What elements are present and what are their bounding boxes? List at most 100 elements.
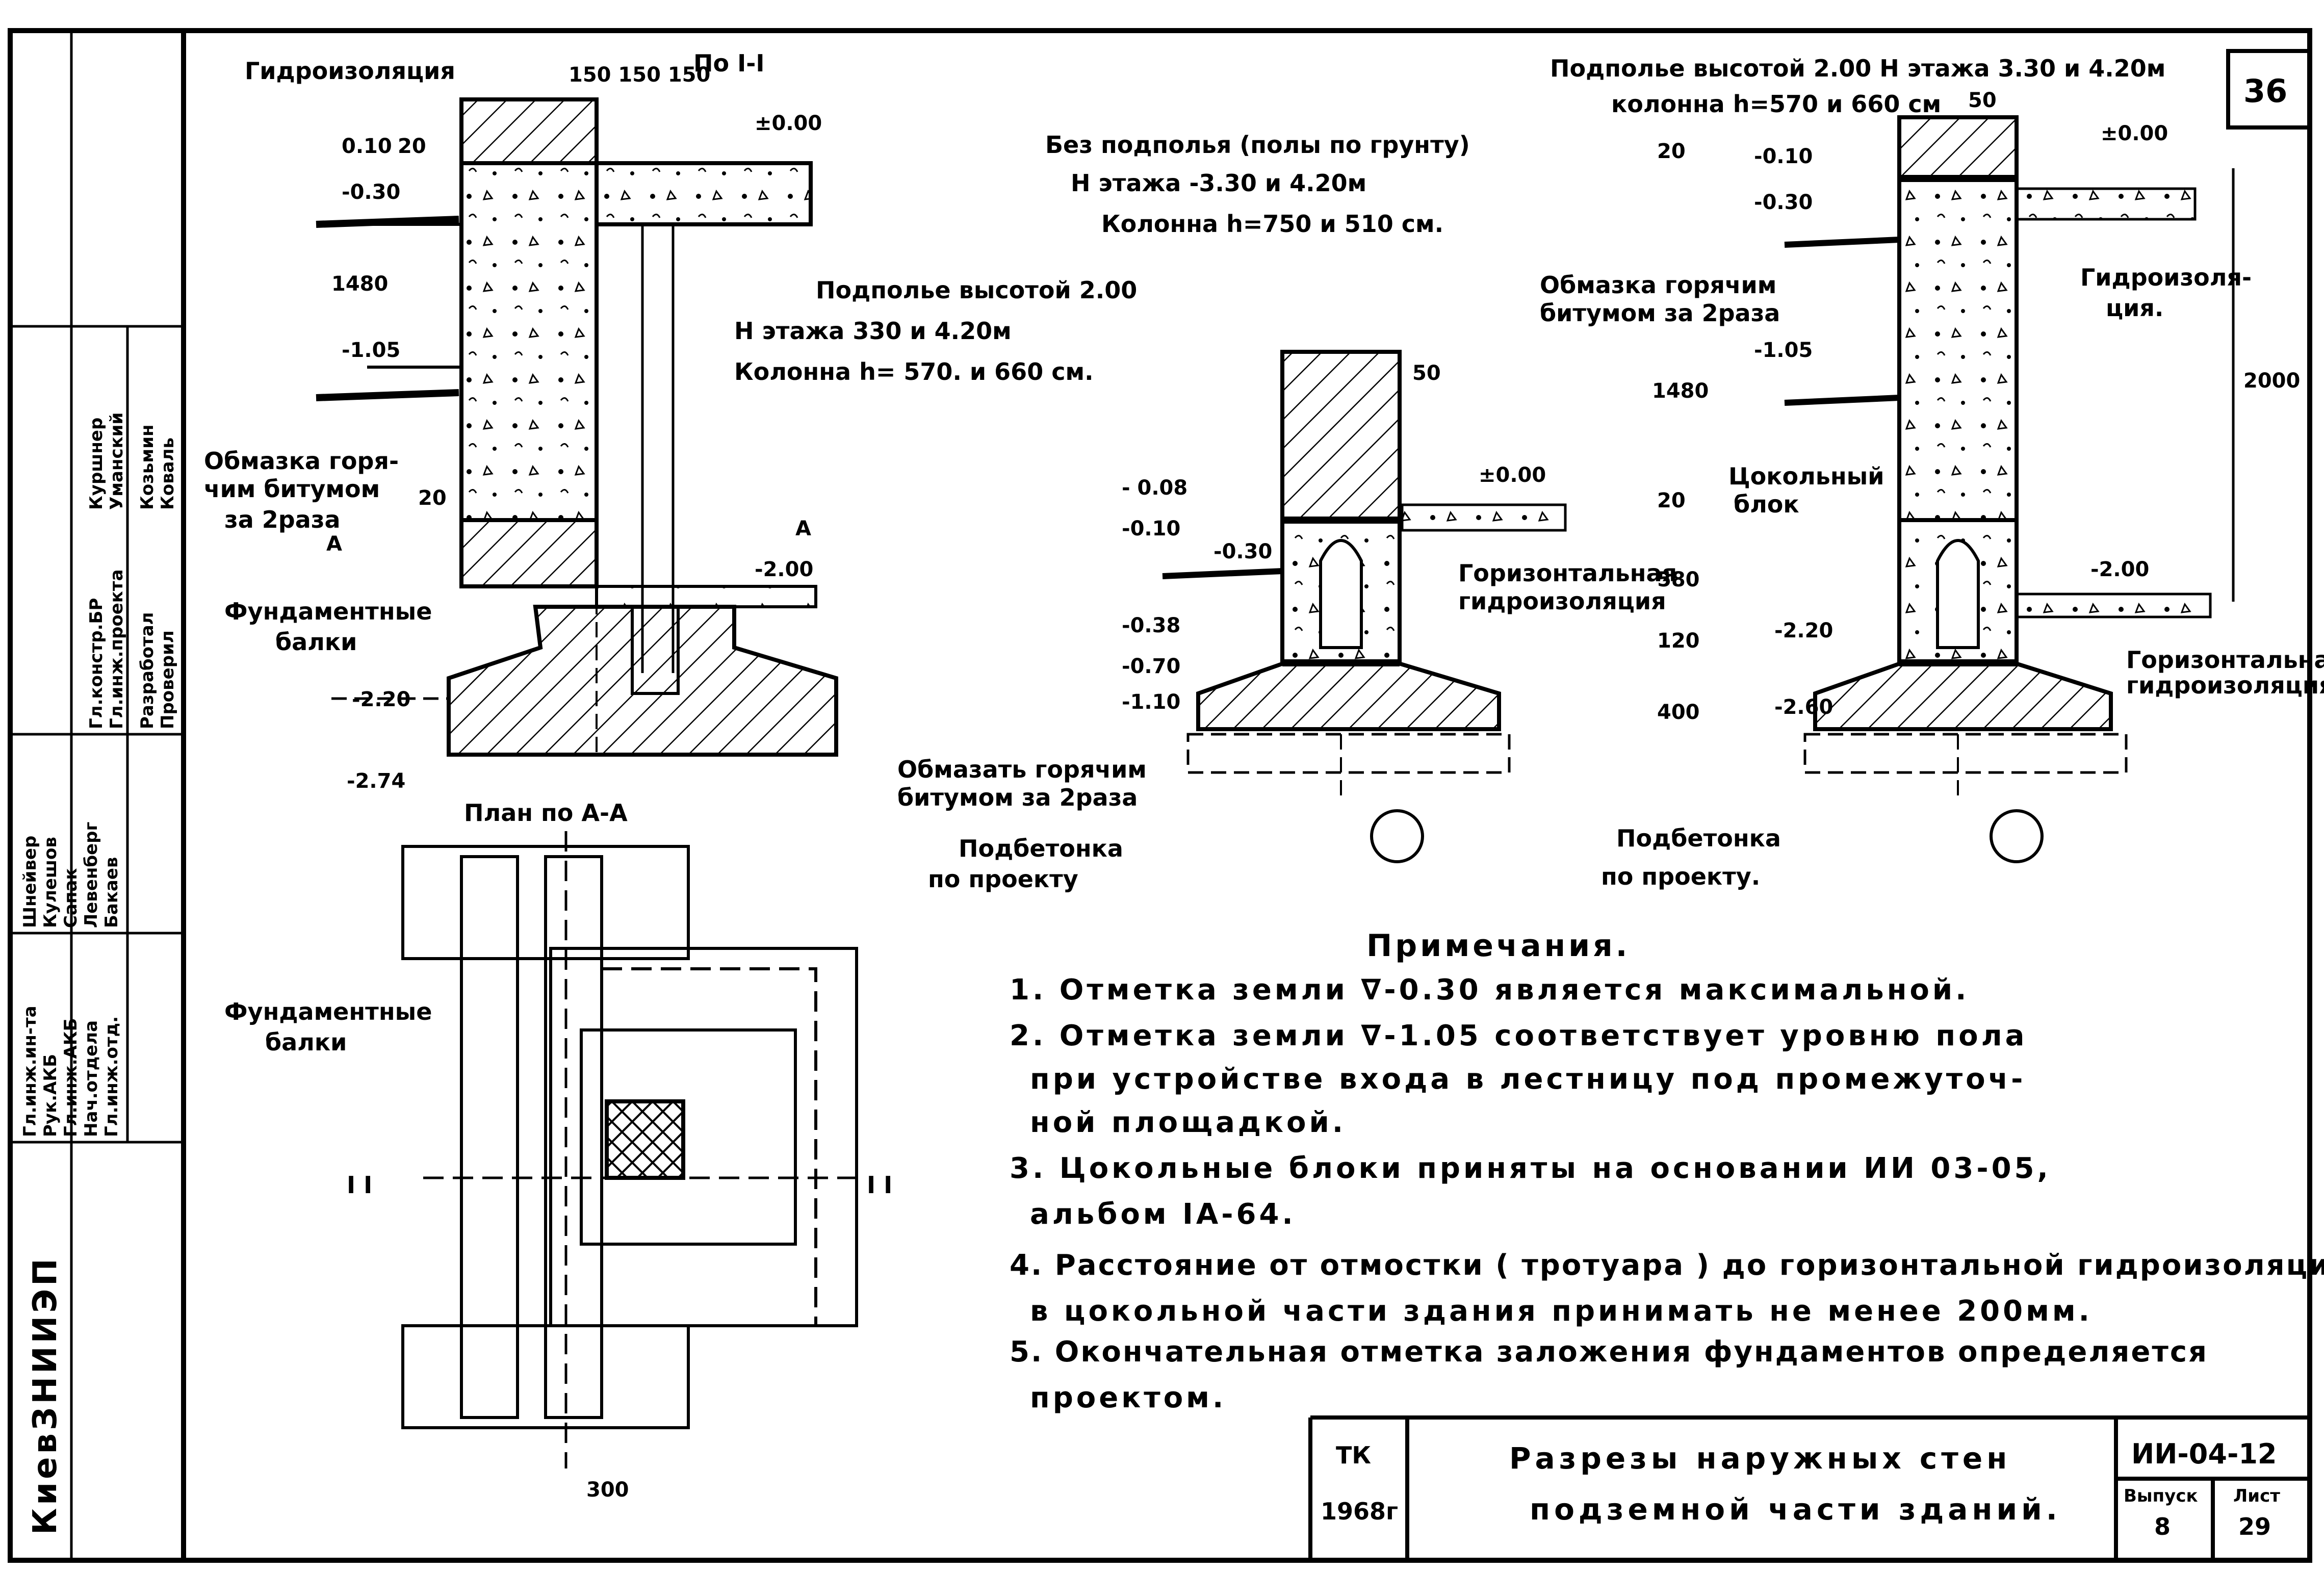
note-4a: 4. Расстояние от отмостки ( тротуара ) д… <box>1010 1249 2324 1282</box>
stamp-row-8-name: Коваль <box>158 437 178 510</box>
right-wp-1: Гидроизоля- <box>2080 264 2252 291</box>
plan-cut-right: I I <box>867 1171 892 1199</box>
right-dim-50: 50 <box>1968 89 1997 112</box>
right-wp-2: ция. <box>2106 294 2163 322</box>
issue-number: 8 <box>2154 1513 2171 1540</box>
right-mark-000: ±0.00 <box>2101 122 2168 145</box>
middle-prep-2: по проекту <box>928 865 1078 893</box>
middle-header-3: Колонна h=750 и 510 см. <box>1101 210 1443 238</box>
section-1-1 <box>316 97 838 757</box>
middle-dim-50: 50 <box>1412 362 1441 385</box>
section-with-basement <box>1784 115 2235 863</box>
coat-line-2: чим битумом <box>204 475 380 503</box>
plan-title: План по А-А <box>464 799 628 827</box>
right-hwp-2: гидроизоляция <box>2126 672 2324 699</box>
dim-20a-label: 20 <box>398 135 426 158</box>
sheet-number: 36 <box>2243 72 2287 110</box>
stamp-row-3-name: Левенберг <box>81 822 101 928</box>
waterproofing-label: Гидроизоляция <box>245 57 455 85</box>
notes-title: Примечания. <box>1366 928 1630 964</box>
note-5b: проектом. <box>1030 1381 1226 1414</box>
mark-010-label: 0.10 <box>342 135 392 158</box>
issue-label: Выпуск <box>2124 1486 2198 1506</box>
middle-hwp-2: гидроизоляция <box>1458 587 1666 615</box>
right-dim-1480: 1480 <box>1652 379 1709 403</box>
note-2a: 2. Отметка земли ∇-1.05 соответствует ур… <box>1010 1019 2027 1052</box>
sheet-number-small: 29 <box>2238 1513 2271 1540</box>
cut-a-left: А <box>326 532 342 556</box>
note-2c: ной площадкой. <box>1030 1106 1346 1139</box>
right-dim-20b: 20 <box>1657 489 1686 512</box>
middle-mark-070: -0.70 <box>1122 655 1180 678</box>
stamp-row-4-role: Гл.инж.отд. <box>101 1016 122 1137</box>
right-coat-1: Обмазка горячим <box>1540 271 1776 299</box>
title-block-year: 1968г <box>1321 1498 1398 1525</box>
stamp-row-4-name: Бакаев <box>101 857 122 928</box>
right-header-2: колонна h=570 и 660 см <box>1611 90 1941 118</box>
note-2b: при устройстве входа в лестницу под пром… <box>1030 1063 2026 1096</box>
stamp-row-7-name: Козьмин <box>137 424 158 510</box>
mark-200-label: -2.00 <box>755 558 813 581</box>
stamp-row-0-role: Гл.инж.ин-та <box>20 1006 40 1137</box>
middle-mark-038: -0.38 <box>1122 614 1180 637</box>
stamp-row-2-role: Гл.инж.АКБ <box>61 1018 81 1137</box>
section-1-1-title: По I-I <box>693 49 764 77</box>
text-layer: 36 По I-I Гидроизоляция 150 150 150 ±0.0… <box>20 49 2324 1540</box>
right-mark-030: -0.30 <box>1754 191 1813 214</box>
note-3a: 3. Цокольные блоки приняты на основании … <box>1010 1152 2051 1185</box>
stamp-row-6-role: Гл.инж.проекта <box>107 569 127 729</box>
right-mark-200: -2.00 <box>2090 558 2149 581</box>
middle-mark-010: -0.10 <box>1122 517 1180 540</box>
side-stamp-grid <box>10 31 184 1560</box>
right-dim-120: 120 <box>1657 629 1700 653</box>
stamp-row-1-name: Кулешов <box>40 837 61 928</box>
right-dim-400: 400 <box>1657 701 1700 724</box>
cut-a-right: А <box>795 517 811 540</box>
middle-mark-008: - 0.08 <box>1122 476 1187 500</box>
right-dim-2000: 2000 <box>2243 369 2300 393</box>
middle-mark-000: ±0.00 <box>1479 463 1546 487</box>
right-mark-220: -2.20 <box>1774 619 1833 642</box>
stamp-row-7-role: Разработал <box>137 612 158 729</box>
dim-20b-label: 20 <box>418 486 447 510</box>
right-plinth-2: блок <box>1734 491 1799 518</box>
title-line-2: подземной части зданий. <box>1530 1492 2061 1527</box>
stamp-org: КиевЗНИИЭП <box>27 1255 64 1535</box>
right-dim-20a: 20 <box>1657 140 1686 163</box>
middle-coat-2: битумом за 2раза <box>897 784 1138 811</box>
stamp-row-8-role: Проверил <box>158 630 178 729</box>
basement-line-1: Подполье высотой 2.00 <box>816 276 1137 304</box>
dim-1480-label: 1480 <box>331 272 388 296</box>
plan-a-a <box>401 831 867 1468</box>
middle-prep-1: Подбетонка <box>959 835 1123 862</box>
note-1: 1. Отметка земли ∇-0.30 является максима… <box>1010 973 1969 1007</box>
title-block-grid <box>1308 1415 2310 1560</box>
right-hwp-1: Горизонтальная <box>2126 646 2324 674</box>
middle-header-2: Н этажа -3.30 и 4.20м <box>1071 169 1366 197</box>
note-4b: в цокольной части здания принимать не ме… <box>1030 1295 2093 1328</box>
middle-hwp-1: Горизонтальная <box>1458 559 1677 587</box>
mark-030-label: -0.30 <box>342 181 400 204</box>
coat-line-3: за 2раза <box>224 506 341 533</box>
right-mark-260: -2.60 <box>1774 695 1833 719</box>
stamp-row-1-role: Рук.АКБ <box>40 1054 61 1137</box>
sheet-frame <box>8 28 2312 1563</box>
stamp-row-0-name: Шнейвер <box>20 836 40 928</box>
sheet-number-box <box>2226 49 2312 130</box>
plan-beams-line-1: Фундаментные <box>224 998 432 1025</box>
right-mark-010: -0.10 <box>1754 145 1813 168</box>
title-block-org: ТК <box>1336 1441 1371 1469</box>
right-prep-2: по проекту. <box>1601 863 1760 890</box>
plan-dim-300: 300 <box>586 1478 629 1502</box>
mark-105-label: -1.05 <box>342 339 400 362</box>
basement-line-2: Н этажа 330 и 4.20м <box>734 317 1012 345</box>
beams-line-1: Фундаментные <box>224 598 432 625</box>
stamp-row-5-role: Гл.констр.БР <box>86 598 107 729</box>
right-plinth-1: Цокольный <box>1728 462 1884 490</box>
middle-header-1: Без подполья (полы по грунту) <box>1045 131 1470 159</box>
coat-line-1: Обмазка горя- <box>204 447 399 475</box>
middle-mark-030: -0.30 <box>1213 540 1272 563</box>
stamp-row-5-name: Куршнер <box>86 418 107 510</box>
right-mark-105: -1.05 <box>1754 339 1813 362</box>
